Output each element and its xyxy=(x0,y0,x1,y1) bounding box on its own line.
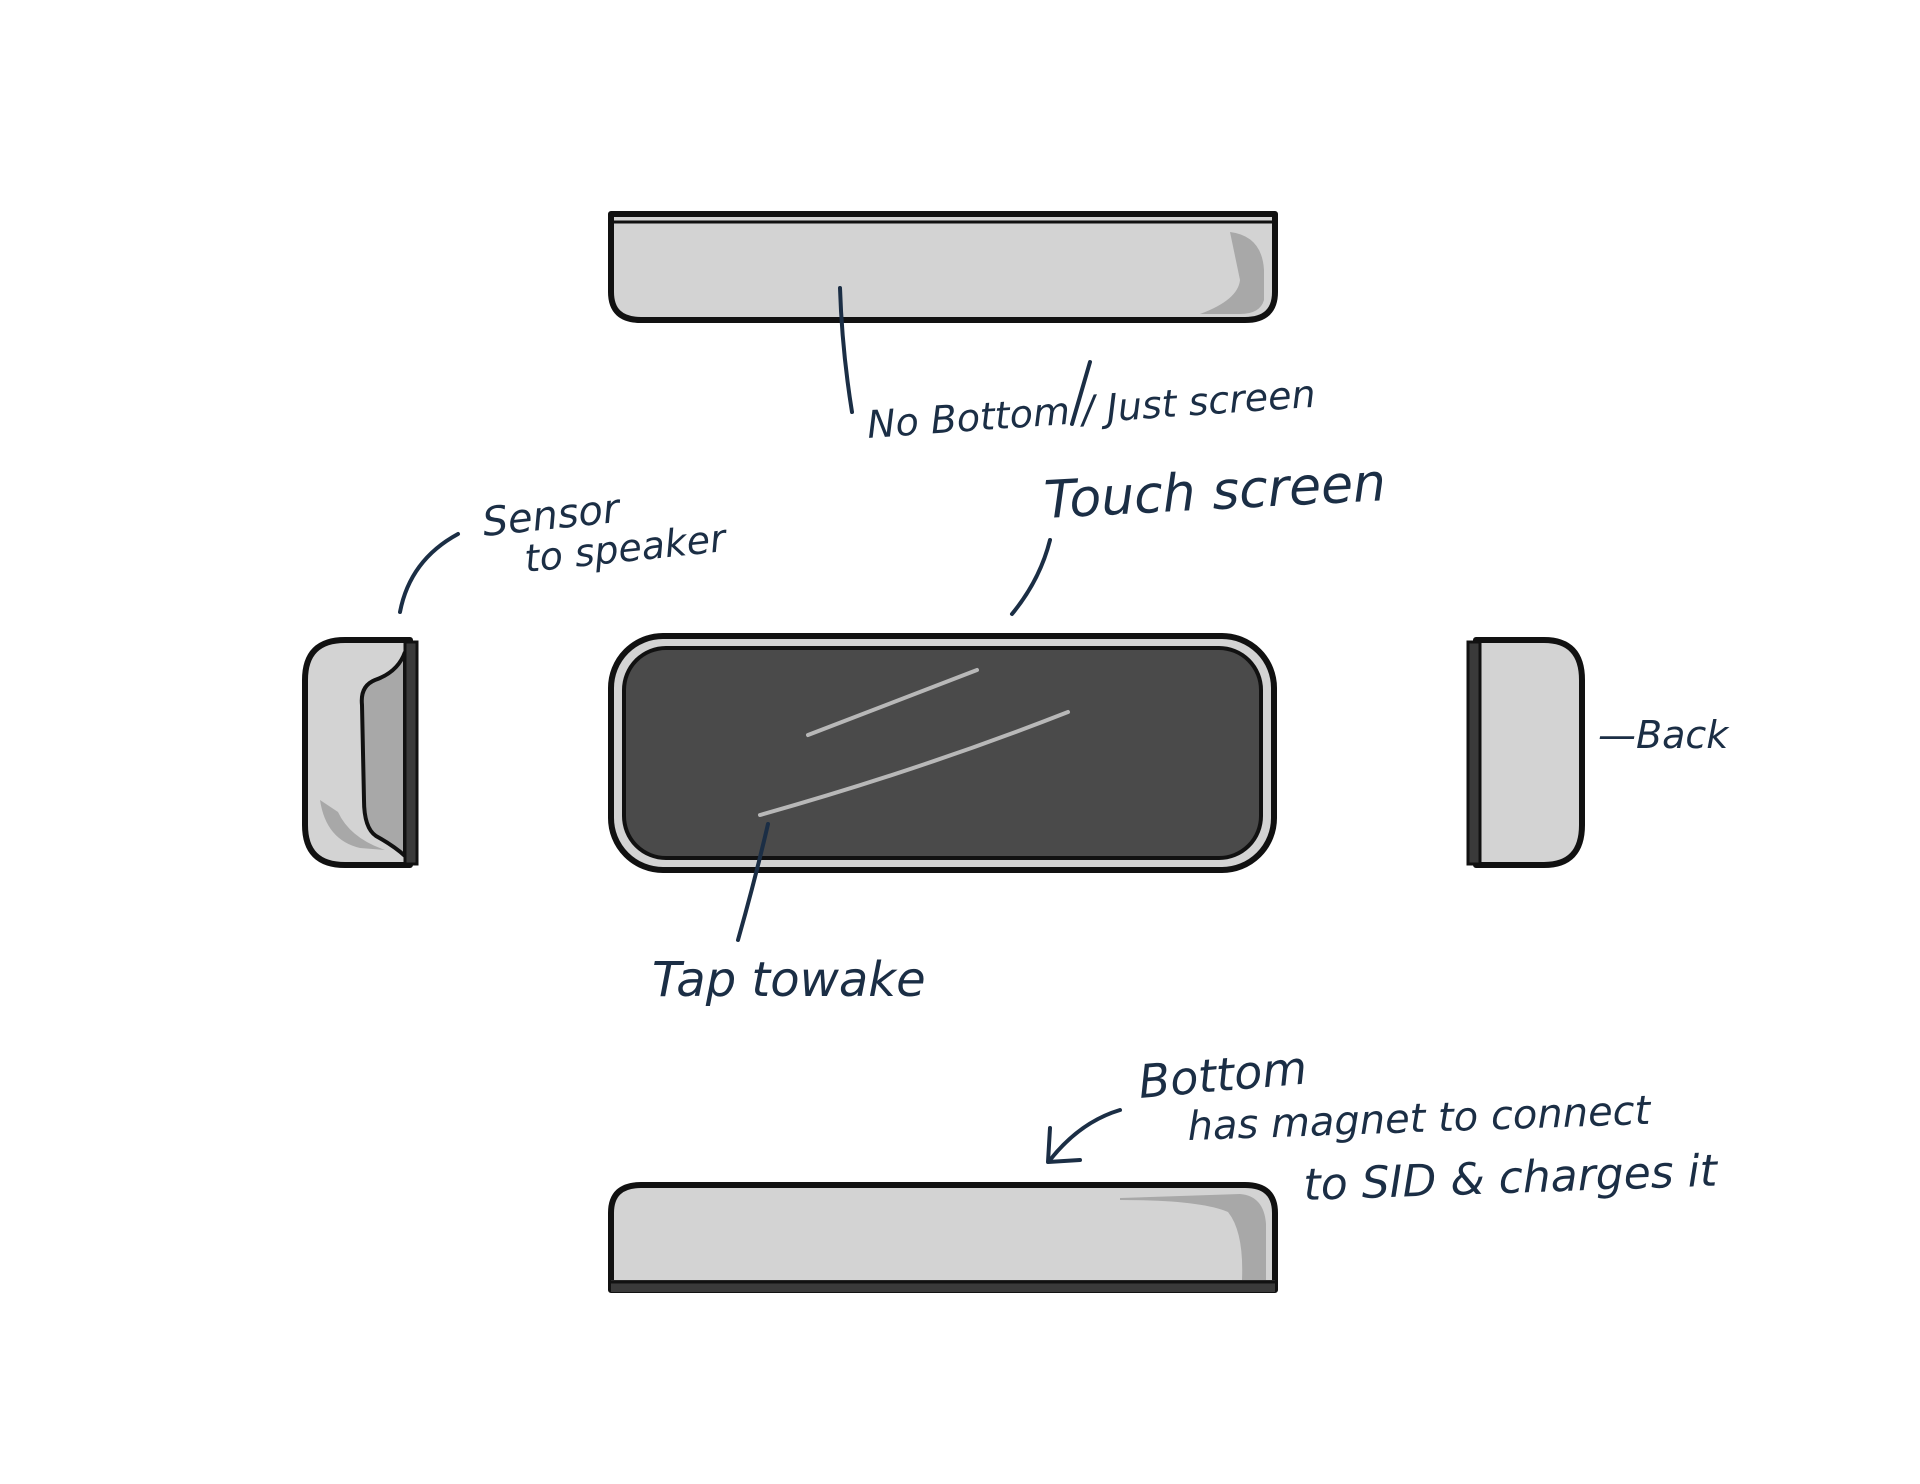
top-view-leader-line xyxy=(838,286,854,414)
bottom-arrow-head xyxy=(1046,1126,1082,1164)
bottom-annotation-line3: to SID & charges it xyxy=(1303,1146,1720,1211)
back-annotation: —Back xyxy=(1598,713,1730,757)
top-view-device xyxy=(608,211,1278,323)
touch-screen-leader-line xyxy=(1010,538,1052,616)
left-side-strip xyxy=(403,640,419,866)
front-view-device xyxy=(608,633,1277,873)
top-view-annotation: No Bottom / Just screen xyxy=(866,372,1317,447)
top-view-body xyxy=(608,211,1278,323)
right-side-strip xyxy=(1466,640,1482,866)
tap-to-wake-annotation: Tap towake xyxy=(652,952,926,1008)
left-side-device xyxy=(302,637,419,868)
bottom-annotation-line1: Bottom xyxy=(1136,1040,1309,1109)
screen-glare-upper xyxy=(806,668,979,737)
front-view-touch-screen xyxy=(622,646,1263,860)
sensor-leader-line xyxy=(398,532,460,614)
right-side-body xyxy=(1473,637,1585,868)
touch-screen-annotation: Touch screen xyxy=(1043,453,1388,531)
right-side-device xyxy=(1466,637,1585,868)
screen-glare-lower xyxy=(758,710,1070,817)
bottom-arrow-shaft xyxy=(1048,1108,1122,1162)
left-side-shading xyxy=(320,800,385,850)
top-view-slash xyxy=(1070,360,1092,426)
tap-to-wake-leader-line xyxy=(736,822,770,942)
bottom-view-device xyxy=(608,1182,1278,1293)
left-side-sensor-recess xyxy=(359,651,407,861)
bottom-view-shading xyxy=(1120,1194,1266,1280)
top-view-shading xyxy=(1200,232,1264,314)
